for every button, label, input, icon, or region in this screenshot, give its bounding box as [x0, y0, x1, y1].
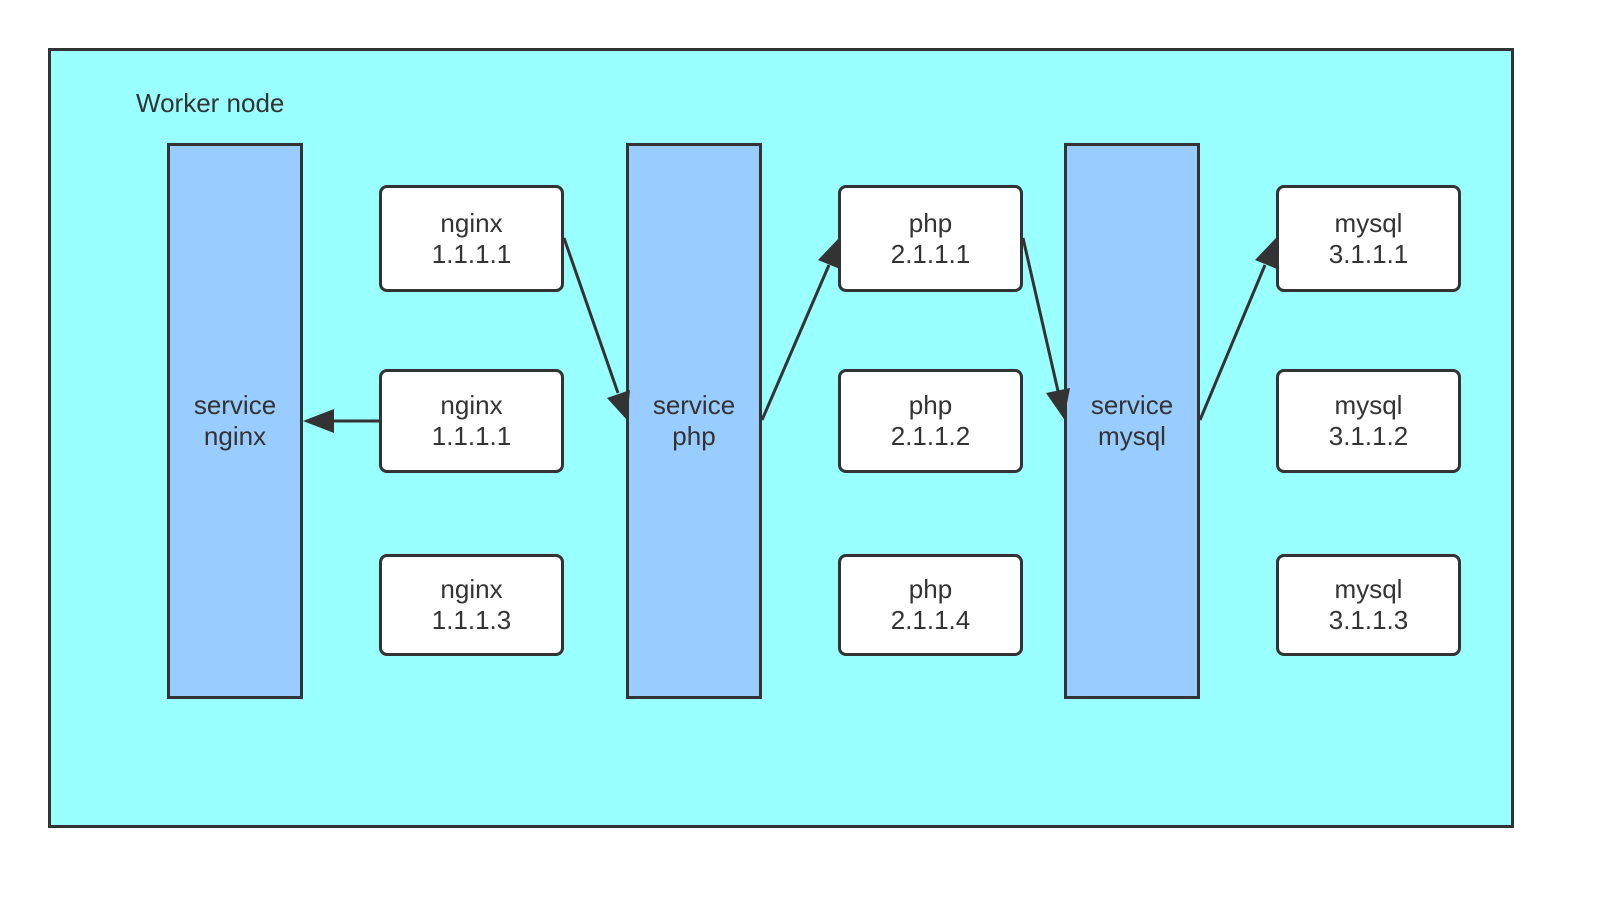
pod-ip: 3.1.1.2 [1328, 421, 1409, 451]
pod-nginx-1: nginx 1.1.1.1 [379, 185, 564, 292]
pod-php-2: php 2.1.1.2 [838, 369, 1023, 473]
service-php-box: service php [626, 143, 762, 699]
pod-name: php [908, 390, 953, 420]
pod-ip: 2.1.1.2 [890, 421, 971, 451]
service-nginx-label-line1: service [193, 390, 277, 420]
pod-name: php [908, 574, 953, 604]
pod-ip: 3.1.1.1 [1328, 238, 1409, 269]
pod-name: mysql [1334, 574, 1403, 604]
pod-ip: 2.1.1.1 [890, 238, 971, 269]
pod-php-3: php 2.1.1.4 [838, 554, 1023, 656]
pod-mysql-3: mysql 3.1.1.3 [1276, 554, 1461, 656]
service-nginx-box: service nginx [167, 143, 303, 699]
pod-name: php [908, 207, 953, 238]
service-php-label-line2: php [672, 421, 716, 451]
service-mysql-box: service mysql [1064, 143, 1200, 699]
pod-nginx-3: nginx 1.1.1.3 [379, 554, 564, 656]
pod-name: nginx [440, 574, 503, 604]
service-mysql-label-line2: mysql [1098, 421, 1166, 451]
pod-name: nginx [440, 390, 503, 420]
pod-php-1: php 2.1.1.1 [838, 185, 1023, 292]
pod-ip: 3.1.1.3 [1328, 605, 1409, 635]
pod-name: mysql [1334, 207, 1403, 238]
pod-mysql-2: mysql 3.1.1.2 [1276, 369, 1461, 473]
pod-ip: 1.1.1.1 [431, 238, 512, 269]
service-mysql-label-line1: service [1090, 390, 1174, 420]
pod-nginx-2: nginx 1.1.1.1 [379, 369, 564, 473]
pod-ip: 1.1.1.3 [431, 605, 512, 635]
pod-mysql-1: mysql 3.1.1.1 [1276, 185, 1461, 292]
service-nginx-label-line2: nginx [203, 421, 267, 451]
pod-ip: 2.1.1.4 [890, 605, 971, 635]
pod-name: nginx [440, 207, 503, 238]
worker-node-title: Worker node [136, 88, 285, 118]
pod-name: mysql [1334, 390, 1403, 420]
pod-ip: 1.1.1.1 [431, 421, 512, 451]
service-php-label-line1: service [652, 390, 736, 420]
